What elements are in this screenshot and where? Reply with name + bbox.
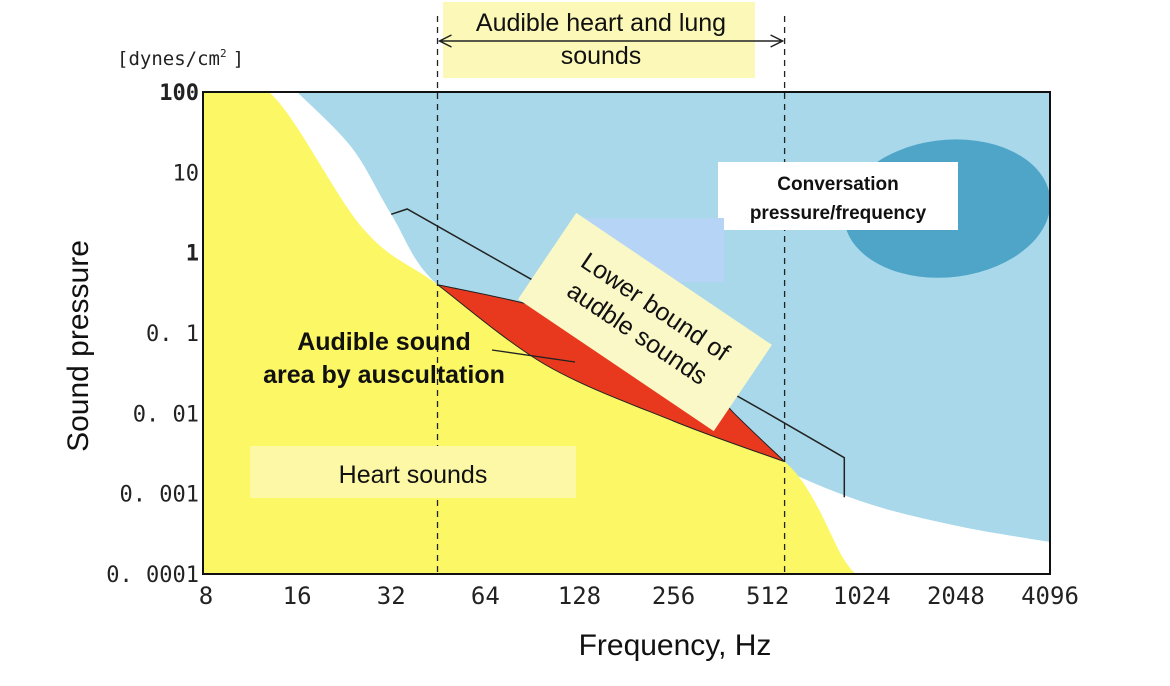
heart-sounds-label: Heart sounds <box>339 461 488 489</box>
heart-sounds-label-box <box>250 446 576 498</box>
y-tick-label: 0. 01 <box>133 402 199 427</box>
auscultation-label-line-2: area by auscultation <box>263 361 505 389</box>
y-unit-label: [dynes/cm2] <box>117 47 244 70</box>
plot-frame <box>202 91 1051 575</box>
x-tick-label: 32 <box>377 582 406 610</box>
range-label-line-2: sounds <box>561 42 642 70</box>
y-tick-label: 0. 0001 <box>106 563 199 588</box>
auscultation-label-line-1: Audible sound <box>297 328 471 356</box>
x-tick-label: 256 <box>652 582 695 610</box>
x-tick-label: 4096 <box>1021 582 1079 610</box>
x-tick-label: 64 <box>471 582 500 610</box>
x-axis-title: Frequency, Hz <box>579 629 772 662</box>
x-tick-label: 512 <box>746 582 789 610</box>
y-axis-title: Sound pressure <box>62 240 95 452</box>
y-tick-label: 1 <box>186 242 199 267</box>
x-tick-label: 8 <box>199 582 213 610</box>
x-tick-label: 16 <box>283 582 312 610</box>
x-tick-label: 1024 <box>833 582 891 610</box>
lower-bound-label-box <box>518 212 772 432</box>
conversation-label-line-2: pressure/frequency <box>750 203 927 224</box>
y-tick-label: 100 <box>159 81 199 106</box>
y-tick-label: 10 <box>173 161 200 186</box>
range-label-line-1: Audible heart and lung <box>476 9 726 37</box>
range-label-box <box>443 2 755 78</box>
y-tick-label: 0. 1 <box>146 322 199 347</box>
range-double-arrow <box>437 34 785 48</box>
conversation-label-box <box>718 162 958 230</box>
y-tick-label: 0. 001 <box>120 483 199 508</box>
lower-bound-label: Lower bound of audble sounds <box>518 212 772 432</box>
auscultation-pointer-line <box>491 349 576 363</box>
x-tick-label: 2048 <box>927 582 985 610</box>
x-tick-label: 128 <box>558 582 601 610</box>
x-axis-ticks: 8 16 32 64 128 256 512 1024 2048 4096 <box>199 582 1079 610</box>
y-axis-ticks: 100 10 1 0. 1 0. 01 0. 001 0. 0001 <box>106 81 199 588</box>
auscultation-envelope-line <box>390 208 846 498</box>
conversation-label-line-1: Conversation <box>777 174 898 195</box>
